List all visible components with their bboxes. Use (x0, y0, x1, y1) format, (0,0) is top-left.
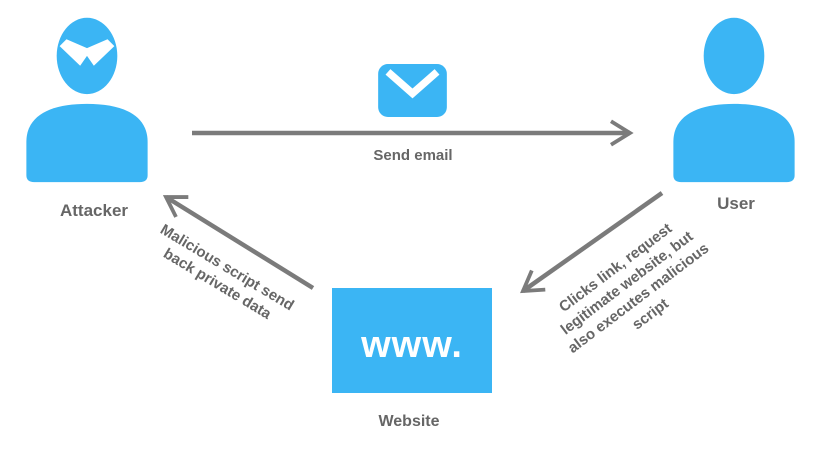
user-label: User (717, 194, 755, 213)
website-label: Website (378, 413, 440, 430)
malicious-script-arrow (162, 195, 315, 290)
email-envelope-icon (378, 64, 447, 117)
clicks-link-arrow (520, 191, 664, 294)
attacker-evil-eyes (59, 39, 115, 66)
send-email-label: Send email (373, 147, 453, 164)
attacker-label: Attacker (59, 201, 129, 220)
user-icon (673, 17, 795, 183)
website-node: www. (332, 288, 492, 393)
www-text: www. (361, 324, 463, 366)
attacker-icon (26, 17, 148, 183)
